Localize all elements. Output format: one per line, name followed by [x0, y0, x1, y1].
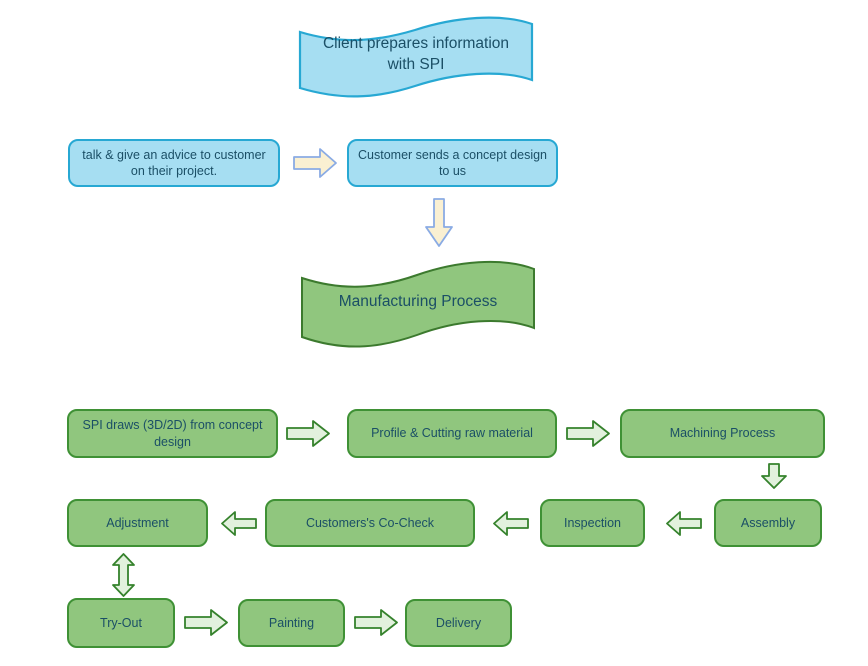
talk-advice-box: talk & give an advice to customer on the…	[68, 139, 280, 187]
manufacturing-banner-wave-shape: Manufacturing Process	[297, 256, 539, 348]
down-arrow-icon	[760, 463, 788, 490]
right-arrow-icon	[286, 419, 331, 448]
manufacturing-banner-label: Manufacturing Process	[338, 292, 498, 310]
assembly-box: Assembly	[714, 499, 822, 547]
left-arrow-icon	[221, 511, 257, 536]
client-banner-wave-shape: Client prepares information with SPI	[295, 12, 537, 98]
left-arrow-icon	[666, 511, 702, 536]
painting-box: Painting	[238, 599, 345, 647]
customers-cocheck-box: Customers's Co-Check	[265, 499, 475, 547]
up-down-arrow-icon	[110, 553, 137, 597]
right-arrow-icon	[354, 608, 399, 637]
spi-draws-box: SPI draws (3D/2D) from concept design	[67, 409, 278, 458]
inspection-box: Inspection	[540, 499, 645, 547]
right-arrow-icon	[293, 147, 338, 179]
right-arrow-icon	[184, 608, 229, 637]
tryout-box: Try-Out	[67, 598, 175, 648]
profile-cutting-box: Profile & Cutting raw material	[347, 409, 557, 458]
right-arrow-icon	[566, 419, 611, 448]
adjustment-box: Adjustment	[67, 499, 208, 547]
client-banner-label: Client prepares information with SPI	[322, 35, 510, 73]
delivery-box: Delivery	[405, 599, 512, 647]
concept-design-box: Customer sends a concept design to us	[347, 139, 558, 187]
left-arrow-icon	[493, 511, 529, 536]
wave-shape-icon	[298, 16, 534, 98]
down-arrow-icon	[424, 198, 454, 248]
machining-process-box: Machining Process	[620, 409, 825, 458]
wave-shape-icon	[301, 260, 535, 348]
